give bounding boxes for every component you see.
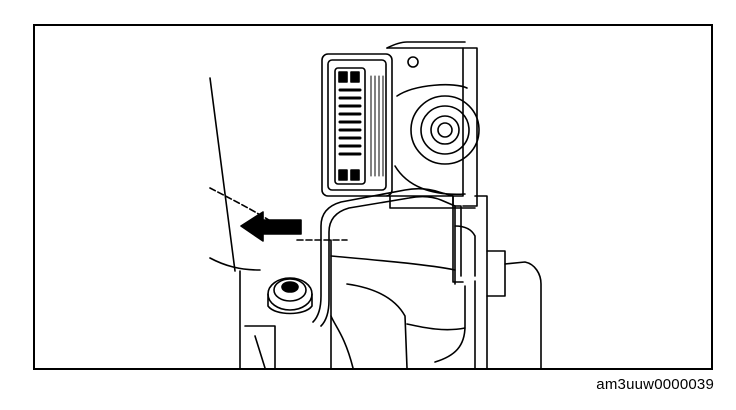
mounting-grommet-icon: [267, 277, 313, 315]
lower-structure-lines: [244, 239, 466, 368]
abs-hydraulic-unit-icon: [386, 41, 480, 209]
mounting-bracket-lines: [434, 195, 542, 368]
left-arrow-icon: [240, 211, 302, 242]
service-illustration: [209, 41, 542, 368]
brake-pipe-icon: [312, 187, 464, 327]
illustration-frame: [33, 24, 713, 370]
electrical-connector-icon: [321, 53, 393, 197]
figure-id: am3uuw0000039: [596, 376, 714, 393]
